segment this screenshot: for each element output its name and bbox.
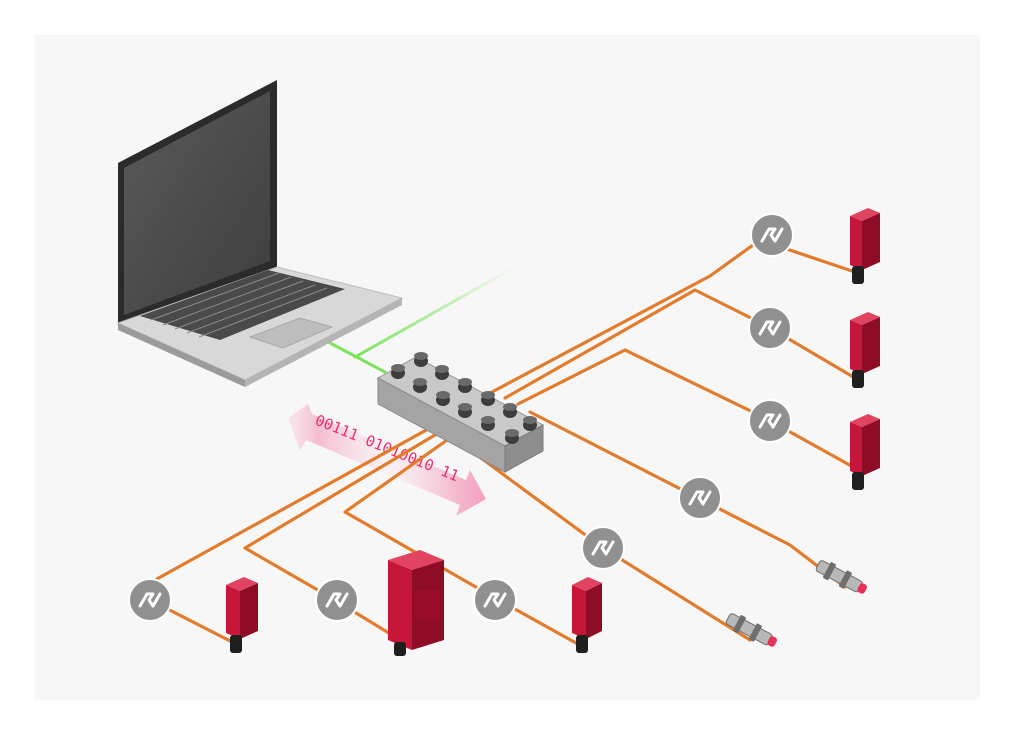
photoelectric-sensor-icon	[572, 577, 602, 653]
photoelectric-sensor-icon	[850, 414, 880, 490]
inductive-proximity-sensor-icon	[815, 560, 867, 594]
photoelectric-sensor-icon	[850, 208, 880, 284]
signal-converter-icon	[748, 399, 792, 443]
signal-converter-icon	[748, 306, 792, 350]
photoelectric-sensor-icon	[850, 312, 880, 388]
io-link-hub-icon	[376, 352, 545, 473]
inductive-proximity-sensor-icon	[725, 613, 777, 647]
laptop-icon	[116, 80, 404, 387]
photoelectric-sensor-large-icon	[388, 550, 444, 656]
signal-converter-icon	[678, 476, 722, 520]
signal-converter-icon	[581, 526, 625, 570]
signal-converter-icon	[750, 213, 794, 257]
converters	[128, 213, 794, 622]
signal-converter-icon	[315, 578, 359, 622]
ethernet-cables	[328, 265, 517, 374]
hub-ports	[391, 352, 537, 444]
signal-converter-icon	[128, 578, 172, 622]
signal-converter-icon	[473, 578, 517, 622]
photoelectric-sensor-icon	[226, 577, 258, 653]
